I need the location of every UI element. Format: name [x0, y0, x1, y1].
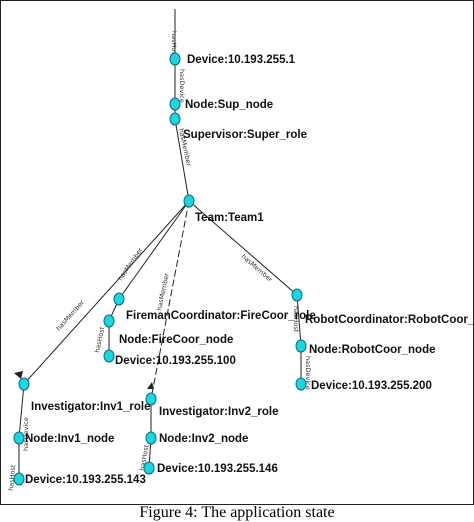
edge-team-robot — [188, 200, 298, 296]
node-inv1-device[interactable] — [13, 472, 25, 486]
label-device-sup: Device:10.193.255.1 — [187, 54, 296, 66]
edge-label-fire-node: hasHost — [93, 326, 106, 354]
node-labels: Device:10.193.255.1 Node:Sup_node Superv… — [25, 54, 474, 486]
edge-label-team-inv1: hasMember — [55, 298, 87, 332]
node-fire-device[interactable] — [103, 349, 115, 363]
nodes — [13, 52, 307, 486]
arrow-inv1 — [14, 371, 23, 379]
label-robot: RobotCoordinator:RobotCoor_role — [305, 314, 474, 326]
node-sup-node[interactable] — [169, 97, 181, 111]
node-inv2-node[interactable] — [145, 431, 157, 445]
label-fireman: FiremanCoordinator:FireCoor_role — [126, 310, 316, 322]
label-inv2: Investigator:Inv2_role — [159, 406, 279, 418]
edge-supervisor-team — [174, 118, 190, 202]
node-fireman[interactable] — [113, 292, 125, 306]
diagram-frame: hasHost hasDevice hasMember hasMember ha… — [0, 0, 474, 505]
edge-team-inv2 — [150, 200, 190, 400]
node-team[interactable] — [183, 194, 195, 208]
label-robot-node: Node:RobotCoor_node — [309, 344, 435, 356]
label-inv1: Investigator:Inv1_role — [31, 401, 151, 413]
graph-canvas: hasHost hasDevice hasMember hasMember ha… — [7, 9, 474, 491]
node-robot-device[interactable] — [295, 377, 307, 391]
label-inv2-device: Device:10.193.255.146 — [157, 463, 278, 475]
edge-label-top: hasHost — [170, 31, 178, 58]
edge-label-team-fireman: hasMember — [116, 246, 145, 282]
edge-inv1-node — [18, 383, 25, 439]
arrow-inv2 — [147, 382, 154, 389]
label-supervisor: Supervisor:Super_role — [183, 129, 307, 141]
node-fire-node[interactable] — [103, 314, 115, 328]
label-robot-device: Device:10.193.255.200 — [311, 380, 432, 392]
edge-label-inv1-node: hasHost — [7, 464, 17, 491]
edge-label-device-sup: hasDevice — [178, 69, 186, 103]
node-robot[interactable] — [291, 288, 303, 302]
label-fire-device: Device:10.193.255.100 — [115, 355, 236, 367]
label-fire-node: Node:FireCoor_node — [119, 334, 233, 346]
label-inv1-node: Node:Inv1_node — [25, 433, 114, 445]
label-inv1-device: Device:10.193.255.143 — [25, 474, 146, 486]
node-robot-node[interactable] — [295, 339, 307, 353]
figure-caption: Figure 4: The application state — [139, 504, 335, 521]
label-sup-node: Node:Sup_node — [185, 99, 273, 111]
edge-team-inv1 — [23, 200, 190, 385]
node-inv2[interactable] — [145, 392, 157, 406]
node-inv1-node[interactable] — [13, 431, 25, 445]
edge-label-robot-node: hasHost — [292, 306, 300, 333]
label-team: Team:Team1 — [195, 212, 264, 224]
edge-robot-node — [296, 294, 302, 347]
edge-label-inv1-device: hasDevice — [22, 417, 30, 451]
edge-team-fireman — [118, 200, 190, 300]
label-inv2-node: Node:Inv2_node — [159, 433, 248, 445]
node-device-sup[interactable] — [169, 52, 181, 66]
node-supervisor[interactable] — [169, 112, 181, 126]
node-inv1[interactable] — [18, 377, 30, 391]
edge-label-team-robot: hasMember — [240, 252, 274, 283]
edge-label-robot-device: hasDevice — [304, 356, 312, 390]
node-inv2-device[interactable] — [143, 461, 155, 475]
